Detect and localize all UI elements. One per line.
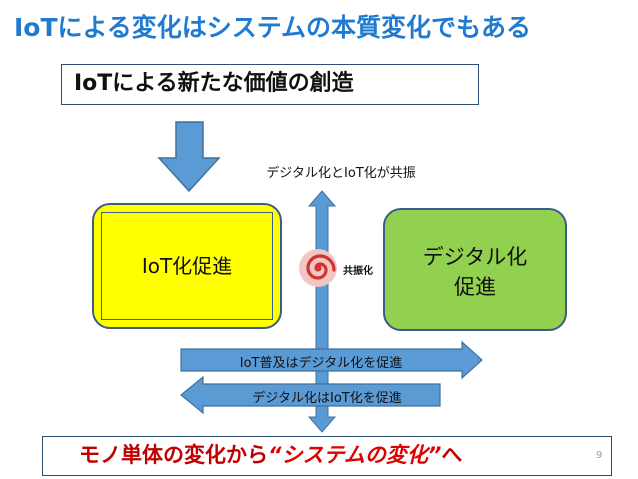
iot-promotion-label: IoT化促進 [141,254,233,278]
iot-promotion-box: IoT化促進 [92,203,282,329]
digital-promotion-label-line1: デジタル化 [422,245,528,269]
conclusion-box: モノ単体の変化から“システムの変化”へ [42,436,612,476]
conclusion-text-emph: “システムの変化” [268,443,442,467]
right-arrow-icon [180,340,483,380]
resonance-caption: デジタル化とIoT化が共振 [266,166,416,181]
right-arrow-label: IoT普及はデジタル化を促進 [239,356,403,371]
left-arrow-icon [180,375,441,415]
spiral-icon [299,249,337,287]
page-title: IoTによる変化はシステムの本質変化でもある [14,13,532,42]
subtitle-box: IoTによる新たな価値の創造 [61,64,479,105]
conclusion-text-post: へ [441,443,463,467]
down-arrow-icon [157,121,221,193]
digital-promotion-label-line2: 促進 [454,275,496,299]
digital-promotion-box: デジタル化 促進 [383,208,567,331]
subtitle-text: IoTによる新たな価値の創造 [74,71,354,96]
vertical-double-arrow-icon [307,190,337,433]
page-number: 9 [596,450,603,461]
left-arrow-label: デジタル化はIoT化を促進 [252,391,402,406]
resonance-label: 共振化 [343,266,373,277]
conclusion-text-pre: モノ単体の変化から [79,443,268,467]
